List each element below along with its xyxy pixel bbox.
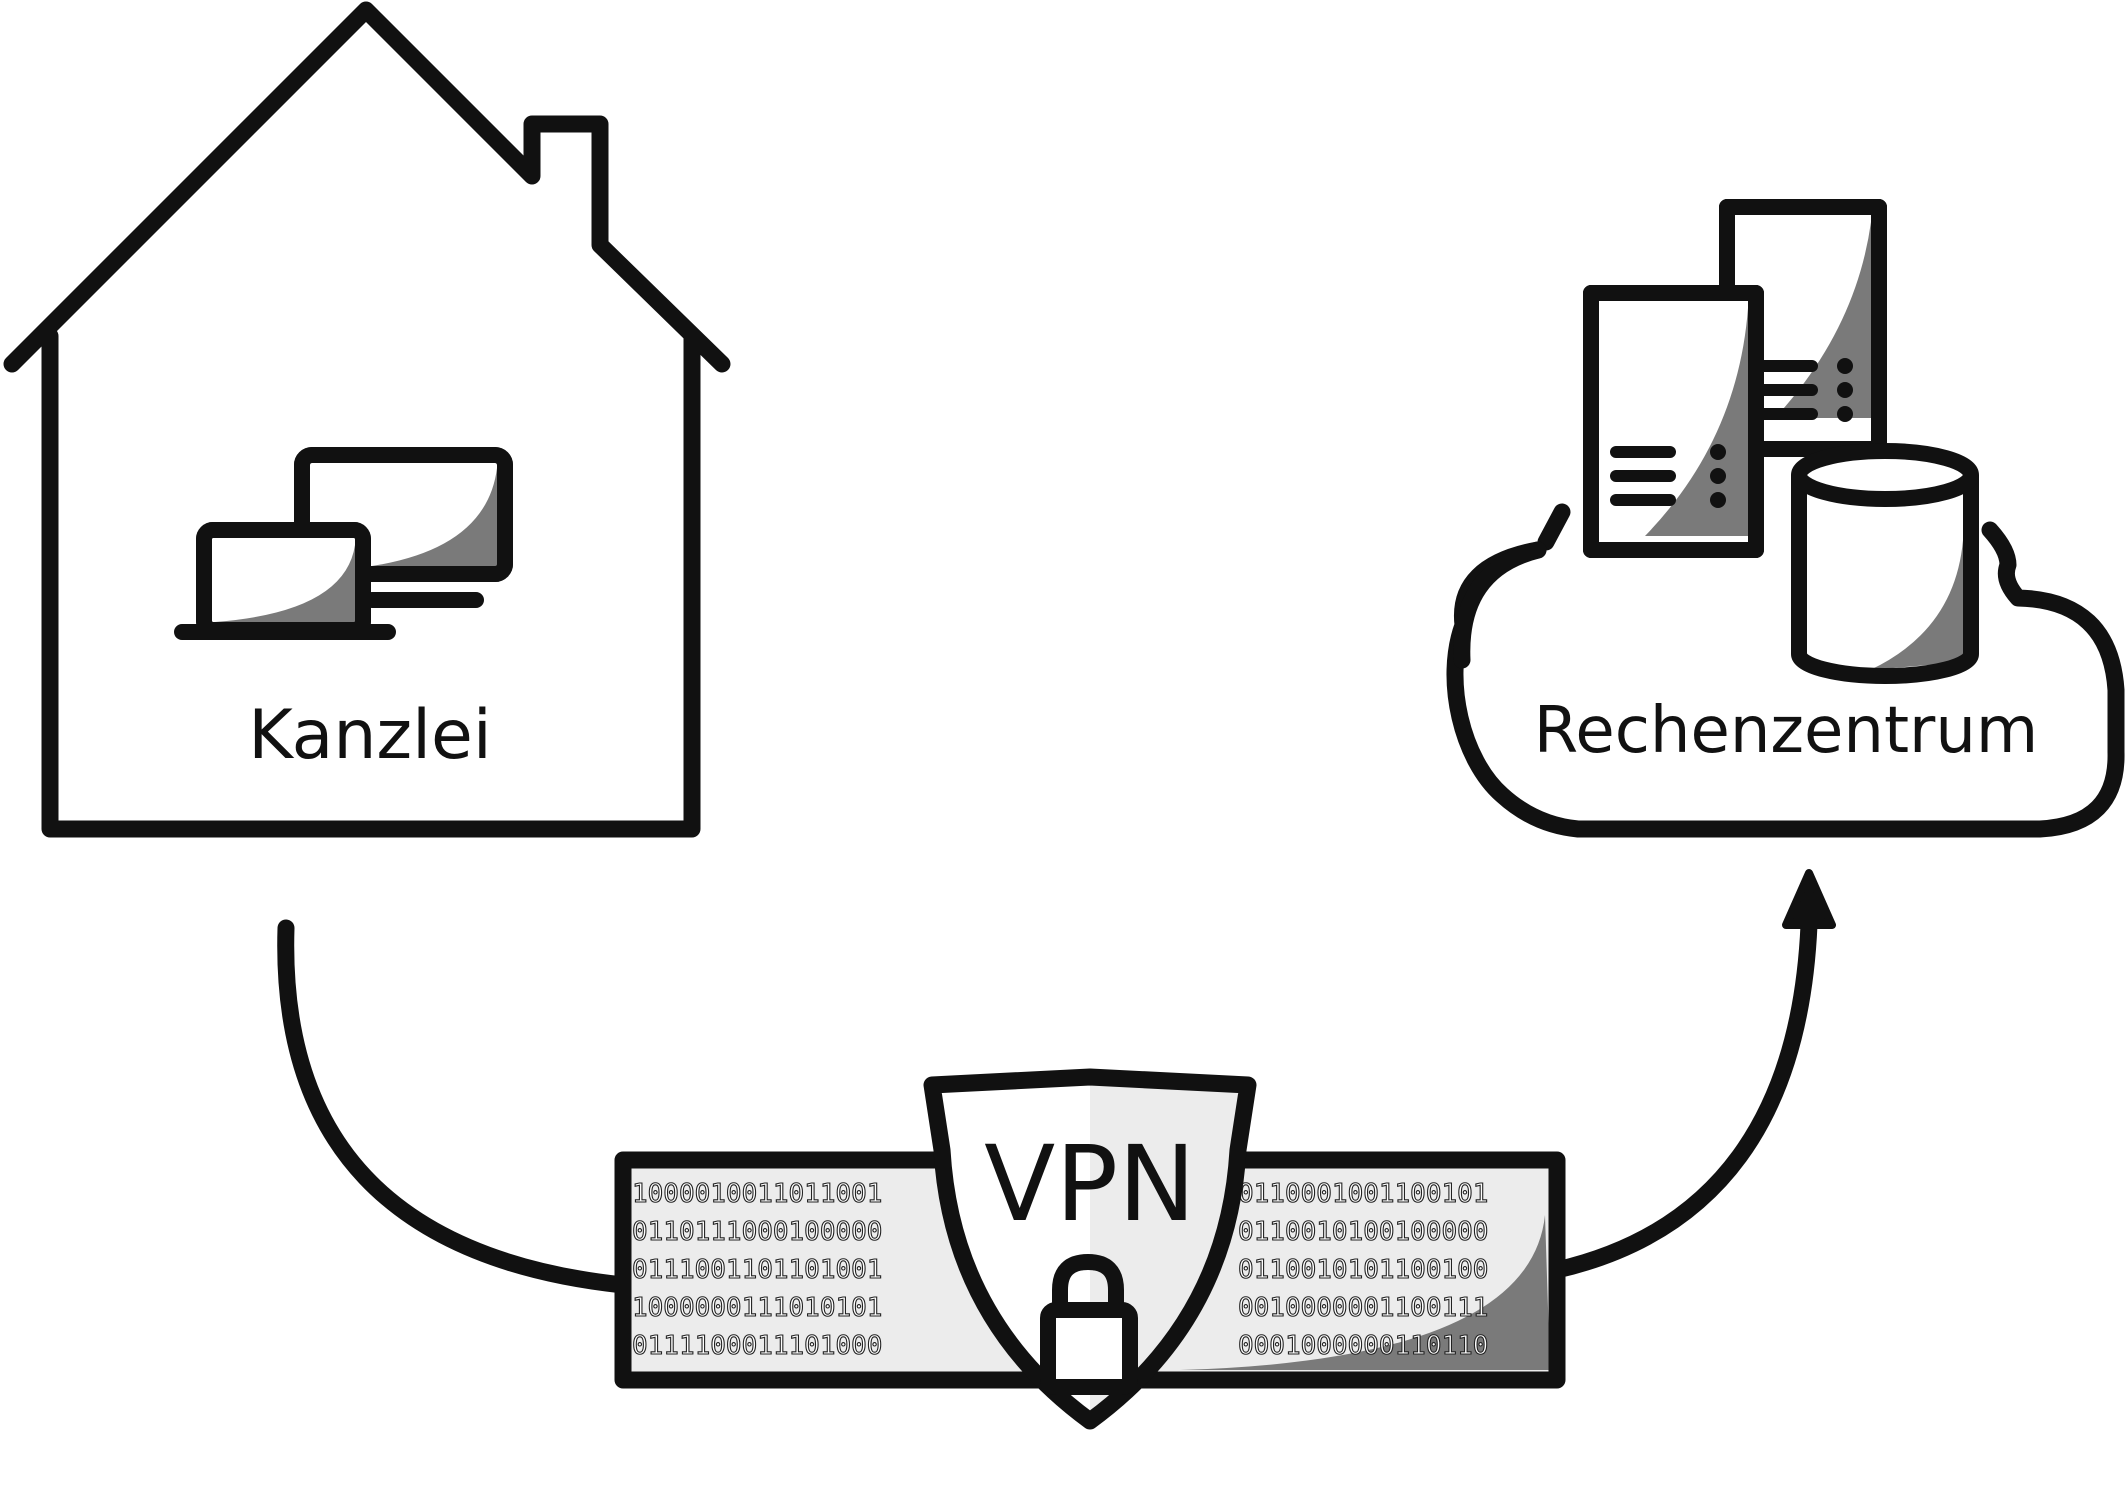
datacenter-label: Rechenzentrum xyxy=(1534,694,2039,768)
laptop-icon xyxy=(174,522,396,640)
server-icon xyxy=(1583,285,1764,558)
bits-left: 0111001101101001 xyxy=(632,1255,882,1285)
bits-left: 1000000111010101 xyxy=(632,1293,882,1323)
bits-right: 0001000000110110 xyxy=(1238,1331,1488,1361)
house-icon xyxy=(3,1,731,838)
vpn-label: VPN xyxy=(984,1123,1196,1245)
arrow-icon xyxy=(1782,869,1836,929)
bits-left: 0111100011101000 xyxy=(632,1331,882,1361)
binary-stream: 1000010011011001 0110111000100000 011100… xyxy=(631,1178,1489,1361)
cloud-icon xyxy=(1446,503,2125,838)
bits-right: 0110010100100000 xyxy=(1238,1217,1488,1247)
database-icon xyxy=(1791,443,1979,684)
bits-left: 1000010011011001 xyxy=(632,1179,882,1209)
office-label: Kanzlei xyxy=(248,696,491,775)
office-group: Kanzlei xyxy=(3,1,731,838)
datacenter-group: Rechenzentrum xyxy=(1446,199,2125,838)
shield-icon: VPN xyxy=(923,1068,1257,1430)
lock-icon xyxy=(1040,1253,1138,1395)
connection-line xyxy=(277,919,632,1294)
bits-right: 0110010101100100 xyxy=(1238,1255,1488,1285)
cloud-icon xyxy=(1453,541,1547,669)
bits-right: 0110001001100101 xyxy=(1238,1179,1488,1209)
connection-line xyxy=(1548,916,1818,1279)
bits-left: 0110111000100000 xyxy=(632,1217,882,1247)
bits-right: 0010000001100111 xyxy=(1238,1293,1488,1323)
